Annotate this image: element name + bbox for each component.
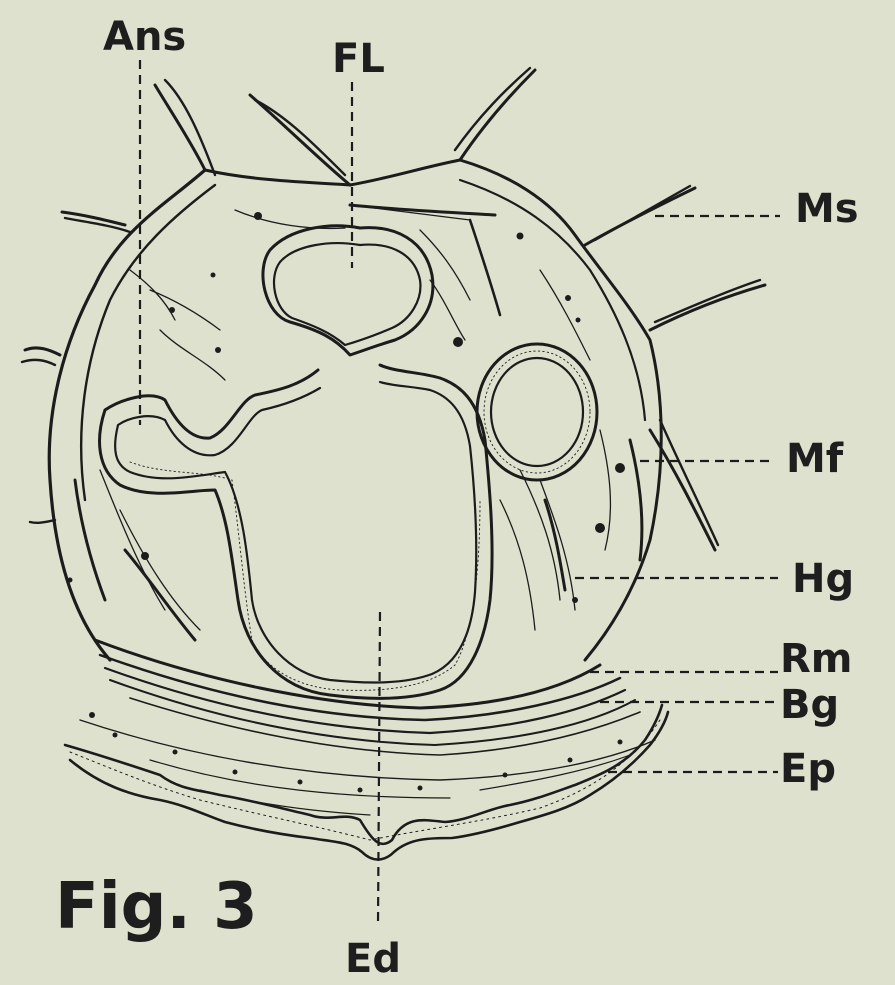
nuclei xyxy=(68,212,626,603)
label-mf: Mf xyxy=(786,436,844,482)
lateral-vesicle xyxy=(477,344,597,480)
label-bg: Bg xyxy=(780,682,839,728)
basal-layer xyxy=(80,712,655,815)
label-ed: Ed xyxy=(345,936,401,982)
label-fl: FL xyxy=(332,36,385,82)
mesentery-strands xyxy=(22,68,765,550)
label-rm: Rm xyxy=(780,636,852,682)
label-ms: Ms xyxy=(795,186,859,232)
label-hg: Hg xyxy=(792,556,854,602)
label-ep: Ep xyxy=(780,746,836,792)
label-ans: Ans xyxy=(103,14,186,60)
figure-caption: Fig. 3 xyxy=(55,870,258,944)
